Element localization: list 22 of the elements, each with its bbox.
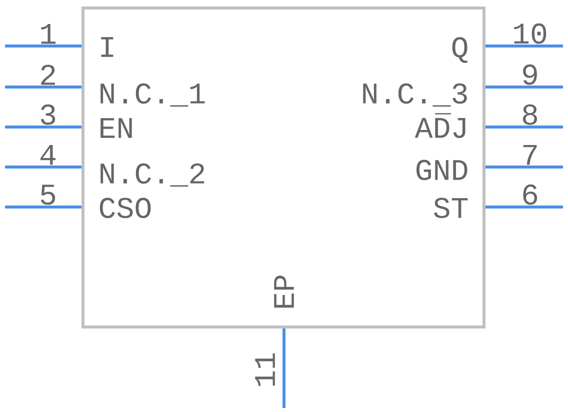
pin-number: 8 bbox=[522, 104, 538, 125]
pin-name: I bbox=[101, 37, 114, 57]
pin-number: 4 bbox=[40, 145, 56, 165]
pin-name: EN bbox=[100, 118, 132, 138]
pin-number: 2 bbox=[41, 64, 55, 85]
pin-name: N.C._2 bbox=[100, 163, 204, 187]
pin-number: 3 bbox=[40, 104, 56, 125]
pin-name: N.C._1 bbox=[100, 83, 205, 107]
pin-number: 1 bbox=[41, 24, 56, 44]
pin-number: 10 bbox=[514, 23, 546, 44]
pin-name: N.C._3 bbox=[363, 83, 467, 107]
pin-name: EP bbox=[274, 276, 294, 308]
pin-name: Q bbox=[452, 37, 468, 63]
pin-name: CSO bbox=[100, 198, 151, 218]
pin-name: ADJ bbox=[414, 113, 466, 138]
pin-number: 9 bbox=[523, 64, 537, 85]
pin-number: 7 bbox=[523, 145, 537, 165]
ic-body bbox=[82, 6, 486, 328]
pin-number: 5 bbox=[40, 184, 56, 205]
pin-number: 6 bbox=[523, 184, 538, 205]
pin-name: ST bbox=[434, 198, 468, 218]
pin-name: GND bbox=[416, 160, 468, 180]
